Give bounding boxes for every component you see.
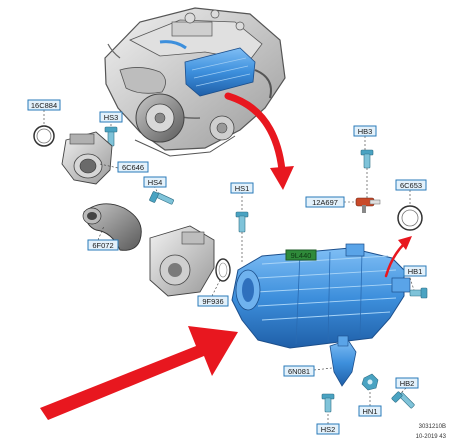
tag-HB1[interactable]: HB1 (403, 265, 427, 277)
egr-valve-part (61, 131, 113, 185)
tag-9L440-text: 9L440 (291, 251, 312, 260)
bolt-HB2 (391, 391, 415, 409)
red-pointer-arrow (40, 326, 238, 420)
tag-12A697-text: 12A697 (312, 198, 338, 207)
gasket-16C884 (33, 125, 55, 147)
tag-6C646[interactable]: 6C646 (117, 161, 149, 173)
bolt-HS4 (149, 191, 174, 205)
bolt-HB3 (360, 149, 374, 169)
sensor-12A697 (355, 197, 381, 213)
tag-HS2[interactable]: HS2 (316, 423, 340, 435)
tag-HS4[interactable]: HS4 (143, 176, 167, 188)
tag-6C653-text: 6C653 (400, 181, 422, 190)
engine-illustration (104, 7, 286, 157)
tag-HN1-text: HN1 (362, 407, 377, 416)
pipe-6F072 (82, 203, 142, 251)
tag-HS1[interactable]: HS1 (230, 182, 254, 194)
bolt-HS1 (235, 211, 249, 233)
tag-16C884-text: 16C884 (31, 101, 57, 110)
diagram-date: 10-2019 43 (416, 434, 447, 440)
tag-9F936[interactable]: 9F936 (197, 295, 229, 307)
tag-HS4-text: HS4 (148, 178, 163, 187)
tag-HS2-text: HS2 (321, 425, 336, 434)
tag-6C646-text: 6C646 (122, 163, 144, 172)
diagram-code: 3031210B (419, 424, 446, 430)
tag-6F072[interactable]: 6F072 (87, 239, 119, 251)
tag-HB2-text: HB2 (400, 379, 415, 388)
tag-16C884[interactable]: 16C884 (27, 99, 61, 111)
tag-6N081[interactable]: 6N081 (283, 365, 315, 377)
tag-HS3-text: HS3 (104, 113, 119, 122)
tag-HS3[interactable]: HS3 (99, 111, 123, 123)
gasket-6C653 (397, 205, 423, 231)
gasket-9F936 (215, 258, 231, 282)
tag-6F072-text: 6F072 (92, 241, 113, 250)
bolt-HB1 (409, 287, 428, 299)
tag-6C653[interactable]: 6C653 (395, 179, 427, 191)
tag-HB3[interactable]: HB3 (353, 125, 377, 137)
tag-12A697[interactable]: 12A697 (305, 196, 345, 208)
tag-6N081-text: 6N081 (288, 367, 310, 376)
tag-HB3-text: HB3 (358, 127, 373, 136)
tag-HB2[interactable]: HB2 (395, 377, 419, 389)
egr-cooler-9L440 (231, 243, 411, 349)
tag-HS1-text: HS1 (235, 184, 250, 193)
tag-9L440[interactable]: 9L440 (285, 249, 317, 261)
tag-9F936-text: 9F936 (202, 297, 223, 306)
bolt-HS3 (104, 126, 118, 147)
red-small-arrow (384, 236, 412, 278)
part-tags: 16C884 HS3 6C646 HS4 HS1 12A697 HB3 6C6 (27, 99, 427, 435)
bolt-HS2 (321, 393, 335, 413)
nut-HN1 (361, 373, 379, 391)
housing-part (149, 225, 215, 297)
bracket-6N081 (329, 335, 357, 387)
tag-HB1-text: HB1 (408, 267, 423, 276)
tag-HN1[interactable]: HN1 (358, 405, 382, 417)
red-curved-arrow (224, 92, 294, 190)
